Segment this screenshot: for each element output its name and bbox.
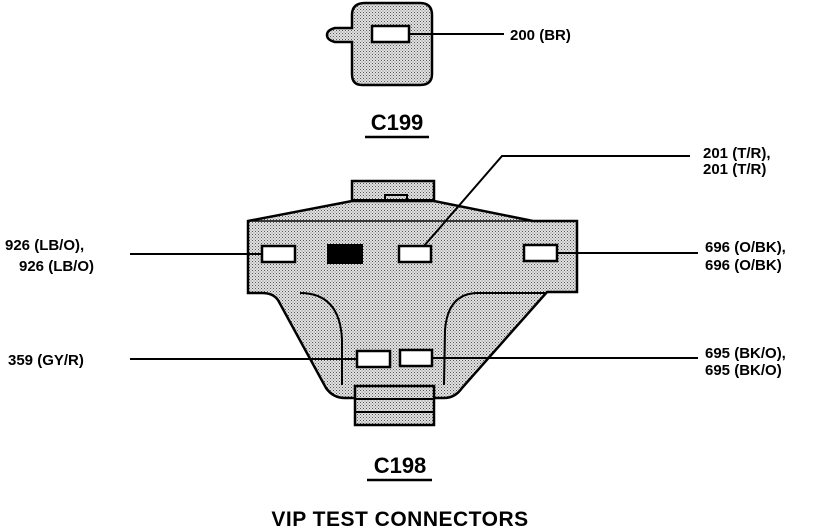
c198-cavity-plugged: [327, 244, 363, 264]
c199-name: C199: [371, 110, 424, 135]
connector-c198: 201 (T/R), 201 (T/R) 926 (LB/O), 926 (LB…: [5, 145, 786, 482]
c199-wire-label: 200 (BR): [510, 27, 571, 44]
wire-label-926-line1: 926 (LB/O),: [5, 237, 84, 254]
c198-cavity-201: [397, 244, 433, 264]
wire-label-359: 359 (GY/R): [8, 352, 84, 369]
wire-label-201-line1: 201 (T/R),: [703, 145, 771, 162]
c198-ribs: [353, 384, 436, 427]
wire-label-695-line2: 695 (BK/O): [705, 362, 782, 379]
wire-label-696-line2: 696 (O/BK): [705, 257, 782, 274]
c198-cavity-695: [398, 348, 434, 368]
wire-label-696-line1: 696 (O/BK),: [705, 239, 786, 256]
c198-body: [246, 199, 579, 400]
c198-cavity-359: [355, 349, 392, 369]
wire-label-201-line2: 201 (T/R): [703, 161, 766, 178]
diagram-title: VIP TEST CONNECTORS: [271, 508, 528, 531]
c199-body: [325, 1, 434, 87]
c198-wire-line-201: [423, 155, 690, 247]
wire-label-926-line2: 926 (LB/O): [19, 258, 94, 275]
c199-cavity-200: [370, 24, 411, 44]
c198-cavity-926: [260, 244, 297, 264]
c198-cavity-696: [522, 243, 559, 263]
wire-label-695-line1: 695 (BK/O),: [705, 345, 786, 362]
c198-name: C198: [374, 453, 427, 478]
connector-c199: 200 (BR) C199: [325, 1, 571, 139]
